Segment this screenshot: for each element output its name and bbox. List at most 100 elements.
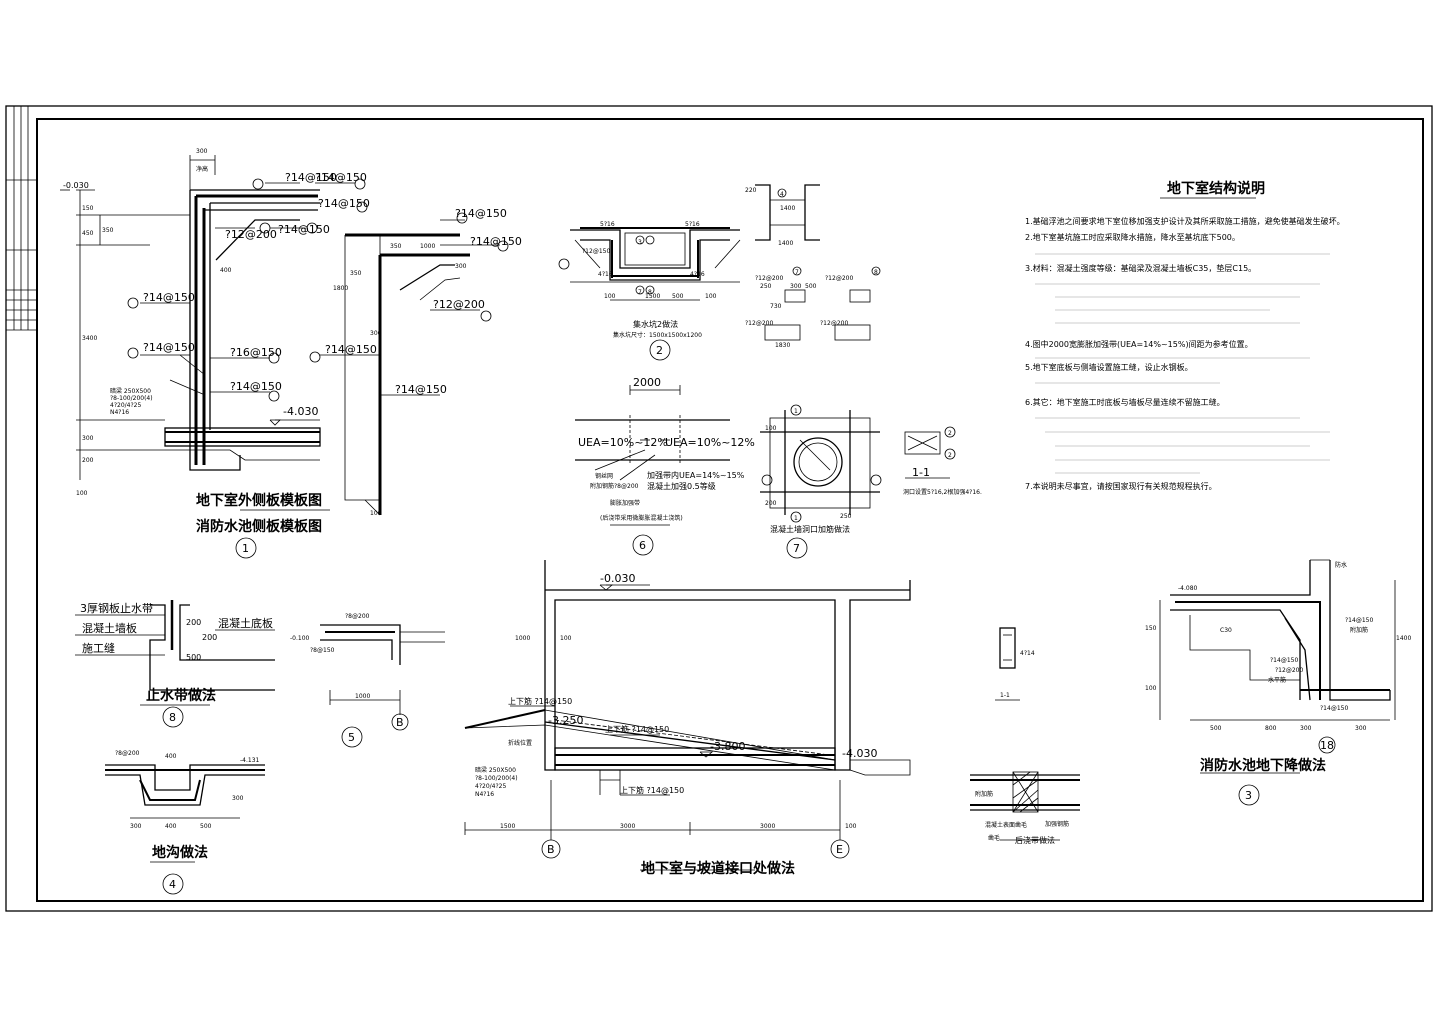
svg-text:100: 100 <box>1145 685 1157 692</box>
svg-text:上下筋 ?14@150: 上下筋 ?14@150 <box>620 785 684 795</box>
svg-text:6: 6 <box>639 539 646 552</box>
svg-text:18: 18 <box>1320 739 1334 752</box>
svg-text:混凝土墙洞口加筋做法: 混凝土墙洞口加筋做法 <box>770 524 850 534</box>
svg-text:400: 400 <box>165 753 177 760</box>
svg-text:100: 100 <box>560 635 572 642</box>
svg-text:350: 350 <box>350 270 362 277</box>
section-1-1 <box>995 627 1020 701</box>
svg-text:300: 300 <box>790 283 802 290</box>
svg-text:250: 250 <box>840 513 852 520</box>
detail-1-texts: -0.030 -4.030 ?14@150 ?14@150 ?14@150 ?1… <box>63 148 522 555</box>
svg-text:集水坑2做法: 集水坑2做法 <box>633 319 678 329</box>
svg-text:加强钢筋: 加强钢筋 <box>1045 820 1069 828</box>
svg-text:2: 2 <box>656 344 663 357</box>
svg-text:-0.030: -0.030 <box>600 572 635 585</box>
svg-text:300: 300 <box>1300 725 1312 732</box>
svg-text:150: 150 <box>1145 625 1157 632</box>
svg-text:上下筋 ?14@150: 上下筋 ?14@150 <box>508 696 572 706</box>
svg-text:集水坑尺寸：1500x1500x1200: 集水坑尺寸：1500x1500x1200 <box>613 331 702 339</box>
svg-text:暗梁 250X500: 暗梁 250X500 <box>475 766 516 774</box>
detail-6-texts: 2000 UEA=10%~12% UEA=10%~12% 加强带内UEA=14%… <box>578 376 755 552</box>
svg-text:300: 300 <box>370 330 382 337</box>
post-pour-strip <box>970 771 1080 841</box>
detail-6-strip <box>575 385 730 556</box>
ramp-interface <box>464 560 911 871</box>
outer-border <box>5 105 1433 912</box>
svg-text:100: 100 <box>76 490 88 497</box>
svg-text:1-1: 1-1 <box>912 466 930 479</box>
svg-text:混凝土加强0.5等级: 混凝土加强0.5等级 <box>647 481 716 491</box>
svg-text:-3.800: -3.800 <box>710 740 745 753</box>
svg-text:混凝土表面凿毛: 混凝土表面凿毛 <box>985 821 1027 829</box>
svg-text:500: 500 <box>672 293 684 300</box>
svg-text:?14@150: ?14@150 <box>143 341 195 354</box>
svg-text:?14@150: ?14@150 <box>318 197 370 210</box>
svg-text:消防水池地下降做法: 消防水池地下降做法 <box>1200 757 1326 774</box>
svg-text:附加筋: 附加筋 <box>975 790 993 798</box>
svg-text:730: 730 <box>770 303 782 310</box>
svg-text:300: 300 <box>1355 725 1367 732</box>
svg-text:5?16: 5?16 <box>685 221 700 228</box>
detail-3-texts: -4.080 C30 防水 ?14@150 ?14@150 ?12@200 ?1… <box>1145 561 1411 802</box>
svg-text:地下室与坡道接口处做法: 地下室与坡道接口处做法 <box>641 860 795 877</box>
section-1-1-texts: 1-1 4?14 <box>1000 650 1035 699</box>
svg-text:200: 200 <box>82 457 94 464</box>
svg-text:C30: C30 <box>1220 627 1232 634</box>
svg-text:1: 1 <box>794 408 798 415</box>
svg-text:1500: 1500 <box>645 293 660 300</box>
svg-text:?8@150: ?8@150 <box>310 647 335 654</box>
structural-notes: 地下室结构说明 1.基础浮池之间要求地下室位移加强支护设计及其所采取施工措施，避… <box>1025 180 1345 491</box>
svg-text:2000: 2000 <box>633 376 661 389</box>
svg-text:1: 1 <box>794 515 798 522</box>
svg-text:混凝土墙板: 混凝土墙板 <box>82 621 137 635</box>
detail-1-wall-template <box>60 155 509 559</box>
svg-text:5?16: 5?16 <box>600 221 615 228</box>
svg-text:暗梁 250X500: 暗梁 250X500 <box>110 387 151 395</box>
detail-5-slab-edge <box>320 624 445 748</box>
svg-text:?8@200: ?8@200 <box>115 750 140 757</box>
svg-text:200: 200 <box>186 618 201 627</box>
svg-text:-4.030: -4.030 <box>283 405 318 418</box>
svg-text:6.其它：地下室施工时底板与墙板尽量连续不留施工缝。: 6.其它：地下室施工时底板与墙板尽量连续不留施工缝。 <box>1025 397 1225 407</box>
svg-text:200: 200 <box>202 633 217 642</box>
svg-text:300: 300 <box>130 823 142 830</box>
svg-text:4?14: 4?14 <box>1020 650 1035 657</box>
svg-text:上下筋 ?14@150: 上下筋 ?14@150 <box>605 724 669 734</box>
svg-text:8: 8 <box>169 711 176 724</box>
svg-text:2: 2 <box>948 430 952 437</box>
svg-text:8: 8 <box>648 289 652 296</box>
svg-text:?12@200: ?12@200 <box>433 298 485 311</box>
svg-text:附加筋: 附加筋 <box>1350 626 1368 634</box>
detail-2-texts: ?12@150 5?16 5?16 4?16 4?16 100 1500 500… <box>582 221 717 357</box>
svg-text:4?16: 4?16 <box>690 271 705 278</box>
svg-text:1000: 1000 <box>515 635 530 642</box>
svg-text:1500: 1500 <box>500 823 515 830</box>
svg-text:?14@150: ?14@150 <box>395 383 447 396</box>
svg-text:-4.030: -4.030 <box>842 747 877 760</box>
svg-text:450: 450 <box>82 230 94 237</box>
svg-text:净高: 净高 <box>196 165 208 173</box>
svg-text:?14@150: ?14@150 <box>285 171 337 184</box>
detail-8-texts: 3厚钢板止水带 混凝土墙板 施工缝 混凝土底板 200 200 500 止水带做… <box>80 601 273 724</box>
svg-text:3000: 3000 <box>620 823 635 830</box>
detail-7-opening <box>760 404 956 559</box>
svg-text:7.本说明未尽事宜，请按国家现行有关规范规程执行。: 7.本说明未尽事宜，请按国家现行有关规范规程执行。 <box>1025 481 1217 491</box>
svg-text:300: 300 <box>82 435 94 442</box>
svg-text:?12@200: ?12@200 <box>1275 667 1303 674</box>
svg-text:-3.250: -3.250 <box>548 714 583 727</box>
detail-rebar-sketches <box>755 184 881 341</box>
svg-text:1000: 1000 <box>355 693 370 700</box>
svg-text:400: 400 <box>220 267 232 274</box>
svg-text:地下室外侧板模板图: 地下室外侧板模板图 <box>196 492 322 509</box>
svg-text:-4.080: -4.080 <box>1178 585 1198 592</box>
detail-7-texts: 1 1 2 2 100 200 250 混凝土墙洞口加筋做法 7 1-1 洞口设… <box>765 408 982 555</box>
svg-text:混凝土底板: 混凝土底板 <box>218 616 273 630</box>
svg-text:?16@150: ?16@150 <box>230 346 282 359</box>
svg-text:N4?16: N4?16 <box>475 791 494 798</box>
svg-text:4?16: 4?16 <box>598 271 613 278</box>
svg-text:防水: 防水 <box>1335 561 1347 569</box>
svg-text:8: 8 <box>874 269 878 276</box>
svg-text:?8-100/200(4): ?8-100/200(4) <box>110 395 153 402</box>
svg-text:1-1: 1-1 <box>1000 692 1010 699</box>
